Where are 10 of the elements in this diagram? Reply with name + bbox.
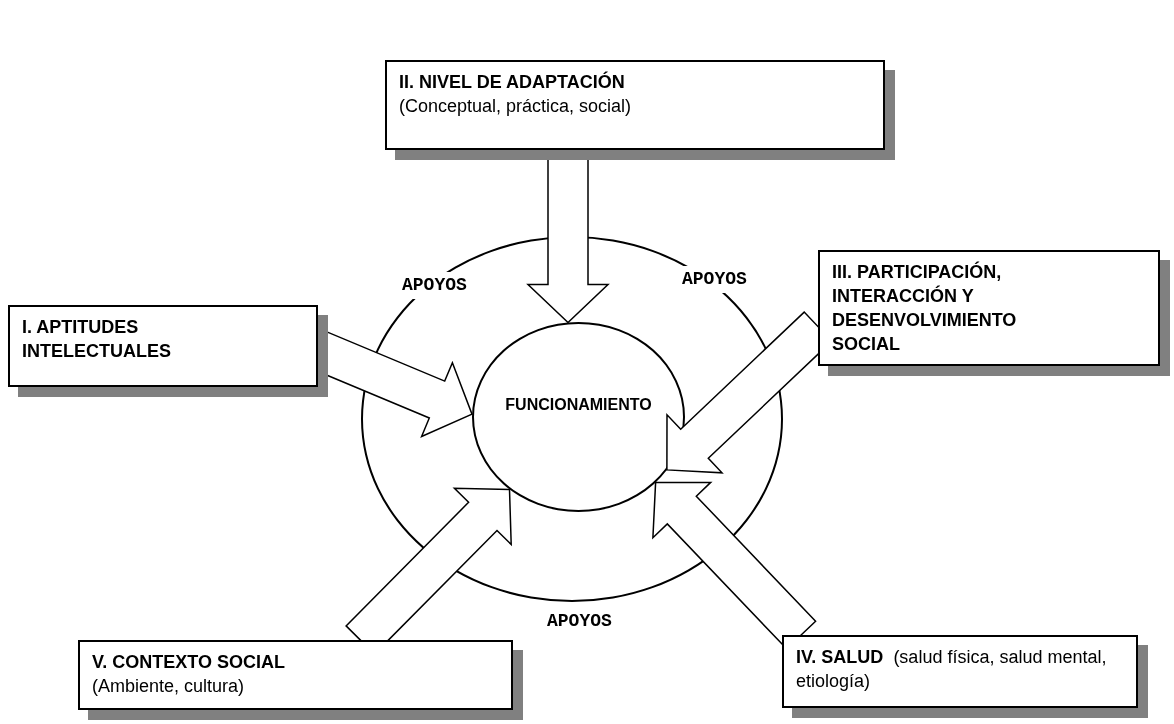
box-title: I. APTITUDES INTELECTUALES xyxy=(22,316,172,363)
box-subtitle: (Ambiente, cultura) xyxy=(92,675,246,698)
center-label: FUNCIONAMIENTO xyxy=(505,395,652,415)
box-title: III. PARTICIPACIÓN, INTERACCIÓN Y DESENVOLVIMIENTO SOCIAL xyxy=(832,260,1018,356)
support-label: APOYOS xyxy=(400,272,469,299)
support-label: APOYOS xyxy=(680,266,749,293)
box-subtitle: (Conceptual, práctica, social) xyxy=(399,95,633,118)
box-text: IV. SALUD (salud física, salud mental, etiología) xyxy=(796,646,1108,693)
box-title: II. NIVEL DE ADAPTACIÓN xyxy=(399,70,626,94)
box-title: V. CONTEXTO SOCIAL xyxy=(92,651,287,674)
